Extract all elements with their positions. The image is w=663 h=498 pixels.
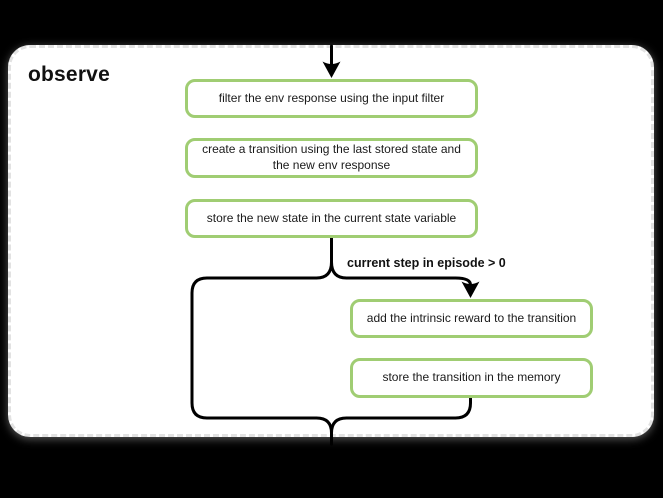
node-label: store the transition in the memory: [382, 370, 561, 385]
node-label: store the new state in the current state…: [206, 210, 457, 225]
node-create-transition: create a transition using the last store…: [185, 138, 478, 178]
node-label: add the intrinsic reward to the transiti…: [366, 310, 577, 325]
node-label: create a transition using the last store…: [202, 142, 461, 172]
node-store-new-state: store the new state in the current state…: [185, 199, 478, 238]
node-add-intrinsic-reward: add the intrinsic reward to the transiti…: [350, 299, 593, 338]
node-filter-env-response: filter the env response using the input …: [185, 79, 478, 118]
node-store-transition: store the transition in the memory: [350, 358, 593, 398]
edge-condition-label: current step in episode > 0: [347, 256, 506, 270]
node-label: filter the env response using the input …: [218, 90, 445, 105]
group-title-observe: observe: [28, 63, 110, 86]
